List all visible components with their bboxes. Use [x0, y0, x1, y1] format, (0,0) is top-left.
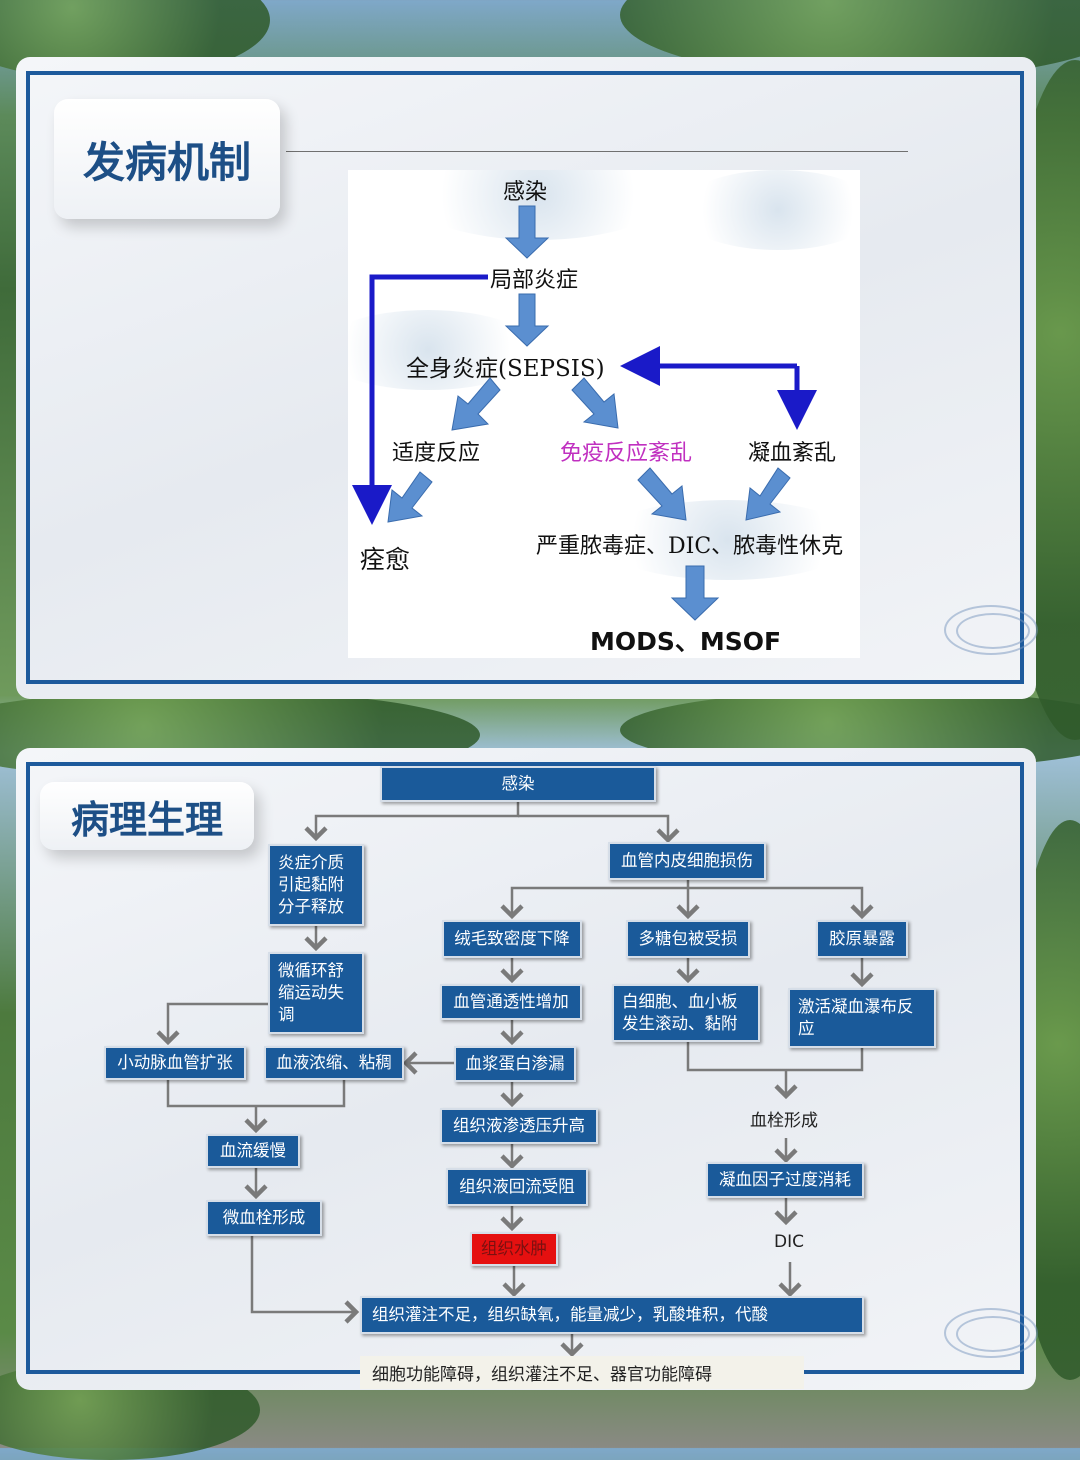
node-infection: 感染 — [503, 180, 548, 205]
node-coagulation-cascade: 激活凝血瀑布反应 — [788, 988, 936, 1048]
node-cure: 痊愈 — [360, 545, 411, 574]
decorative-swirl — [956, 1316, 1030, 1352]
node-blood-concentration: 血液浓缩、粘稠 — [264, 1046, 404, 1080]
node-slow-flow: 血流缓慢 — [206, 1134, 300, 1168]
node-severe-sepsis: 严重脓毒症、DIC、脓毒性休克 — [536, 534, 844, 559]
arrow-infection-to-local — [504, 205, 550, 259]
node-micro-thrombus: 微血栓形成 — [206, 1200, 322, 1236]
node-wbc-platelet: 白细胞、血小板发生滚动、黏附 — [612, 984, 760, 1042]
arrow-coag-to-severe — [745, 467, 791, 521]
title-card: 发病机制 — [54, 99, 280, 219]
arrow-local-to-sepsis — [504, 293, 550, 347]
arrow-severe-to-mods — [670, 565, 720, 621]
node-tissue-osmotic: 组织液渗透压升高 — [440, 1108, 598, 1144]
panel-frame — [26, 71, 1024, 684]
node-tissue-return: 组织液回流受阻 — [446, 1168, 588, 1206]
arrow-moderate-to-cure — [387, 471, 433, 523]
node-organ-failure: 细胞功能障碍，组织灌注不足、器官功能障碍 — [360, 1356, 804, 1389]
node-collagen: 胶原暴露 — [816, 920, 908, 958]
node-dic: DIC — [774, 1232, 804, 1252]
section-title: 病理生理 — [70, 797, 223, 842]
node-local-inflammation: 局部炎症 — [490, 268, 579, 293]
node-factor-consumption: 凝血因子过度消耗 — [706, 1162, 864, 1198]
title-rule — [286, 151, 908, 152]
node-villi-density: 绒毛致密度下降 — [442, 920, 582, 958]
node-glycocalyx: 多糖包被受损 — [626, 920, 750, 958]
node-inflammatory-mediator: 炎症介质引起黏附分子释放 — [268, 844, 364, 926]
node-thrombosis: 血栓形成 — [750, 1111, 818, 1131]
node-plasma-leak: 血浆蛋白渗漏 — [454, 1046, 576, 1082]
node-immune-disorder: 免疫反应紊乱 — [560, 441, 693, 466]
arrow-sepsis-to-moderate — [451, 377, 501, 431]
decorative-swirl — [956, 613, 1030, 649]
node-permeability: 血管通透性增加 — [440, 984, 582, 1020]
node-sepsis: 全身炎症(SEPSIS) — [406, 356, 605, 382]
page-title: 发病机制 — [82, 137, 251, 187]
title-card: 病理生理 — [40, 782, 254, 850]
node-arteriole-dilation: 小动脉血管扩张 — [104, 1046, 246, 1080]
node-coagulation-disorder: 凝血紊乱 — [748, 441, 837, 466]
node-mods: MODS、MSOF — [590, 627, 782, 656]
node-hypoperfusion: 组织灌注不足，组织缺氧，能量减少，乳酸堆积，代酸 — [360, 1296, 864, 1334]
arrow-sepsis-to-immune — [571, 377, 619, 429]
arrow-immune-to-severe — [637, 467, 687, 521]
decorative-swirl — [944, 1308, 1038, 1358]
node-moderate-response: 适度反应 — [392, 441, 481, 466]
decorative-swirl — [944, 605, 1038, 655]
node-microcirculation: 微循环舒缩运动失调 — [268, 952, 364, 1034]
node-infection: 感染 — [380, 766, 656, 802]
node-endothelial-injury: 血管内皮细胞损伤 — [608, 842, 766, 880]
node-tissue-edema: 组织水肿 — [470, 1232, 558, 1266]
line-local-to-cure — [352, 274, 488, 525]
